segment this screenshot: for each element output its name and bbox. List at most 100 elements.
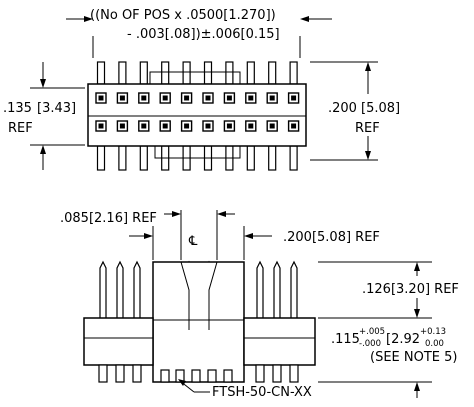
top-pad-inner [162,123,168,129]
part-leader-arrow [178,379,186,386]
top-pin-upper [139,61,148,85]
side-center-foot [191,369,201,383]
side-left-block [83,317,154,366]
side-dim-upper-label-bg [356,276,474,298]
side-view: .085[2.16] REF ℄ .200[5.08] REF [60,210,474,400]
top-pad-inner [184,95,190,101]
part-number: FTSH-50-CN-XX [212,385,312,400]
top-pad-inner [269,95,275,101]
top-pad-inner [226,123,232,129]
top-pin-upper [182,61,191,85]
top-pad-inner [248,123,254,129]
side-top-right-dim: .200[5.08] REF [283,230,380,245]
left-dim-value: .135 [3,101,32,116]
top-view-pads [95,92,300,132]
side-foot [132,364,142,383]
top-latch-lower [154,146,241,159]
side-right-arrow-b [244,233,253,239]
top-pad-inner [269,123,275,129]
width-formula-line2: - .003[.08])±.006[0.15] [127,27,280,42]
top-pad-inner [226,95,232,101]
top-pin-lower [246,145,255,171]
left-dim-ref: REF [8,121,33,136]
side-dim-lower-metric-tol-minus: 0.00 [425,339,444,349]
side-pin [133,260,141,318]
right-dim-metric: [5.08] [361,101,400,116]
top-pad-inner [291,123,297,129]
side-dim-upper-arrow-top [414,262,420,271]
top-latch-upper [149,71,241,84]
width-arrow-left [84,16,93,22]
top-pin-lower [96,145,106,171]
right-dim-value: .200 [328,101,357,116]
side-foot [98,364,108,383]
side-dim-lower-label-bg [330,322,474,368]
left-dim-arrow-top [40,79,46,88]
side-center-lead [180,261,218,330]
top-pad-inner [119,123,125,129]
width-formula-line1: ((No OF POS x .0500[1.270]) [90,8,276,23]
top-pin-lower [268,145,277,171]
side-dim-lower-metric: [2.92 [386,332,420,347]
side-right-arrow-a [217,211,226,217]
side-center-foot [175,369,185,383]
top-pin-upper [225,61,234,85]
top-pad-inner [119,95,125,101]
right-dim-arrow-bottom [365,151,371,160]
centerline-symbol: ℄ [188,234,198,249]
side-dim-lower-tol-plus: +.005 [359,327,385,337]
side-dim-upper-arrow-bottom [414,309,420,318]
top-pad-inner [291,95,297,101]
top-view: ((No OF POS x .0500[1.270]) - .003[.08])… [3,8,400,171]
top-pin-upper [246,61,255,85]
top-pad-inner [98,123,104,129]
top-pad-inner [141,95,147,101]
top-pad-inner [162,95,168,101]
top-pin-upper [96,61,106,85]
side-pin [290,260,298,318]
top-pin-lower [289,145,298,171]
side-dim-lower-tol-minus: -.000 [359,339,381,349]
side-right-block [243,317,316,366]
top-pad-inner [205,123,211,129]
top-pin-upper [289,61,298,85]
side-top-left-arrow [144,233,153,239]
side-dim-lower-arrow [414,382,420,391]
left-dim-arrow-bottom [40,145,46,154]
top-pin-upper [268,61,277,85]
side-foot [272,364,282,383]
side-center-foot [160,369,170,383]
side-pin [256,260,264,318]
side-pin [273,260,281,318]
right-dim-label-bg [326,94,396,136]
side-dim-lower-value: .115 [331,332,360,347]
side-center-foot [207,369,217,383]
side-foot [255,364,265,383]
side-pin [116,260,124,318]
width-arrow-right [300,16,309,22]
top-pad-inner [248,95,254,101]
top-pin-lower [139,145,148,171]
top-pin-lower [118,145,127,171]
side-foot [289,364,299,383]
right-dim-arrow-top [365,62,371,71]
side-center-foot [223,369,233,383]
left-dim-metric: [3.43] [37,101,76,116]
side-top-left-dim: .085[2.16] REF [60,211,157,226]
side-note: (SEE NOTE 5) [370,350,457,365]
top-pad-inner [98,95,104,101]
side-dim-upper-text: .126[3.20] REF [362,282,459,297]
top-pad-inner [205,95,211,101]
side-center-arrow [172,211,181,217]
top-pad-inner [184,123,190,129]
side-center-housing [152,261,245,383]
top-pin-upper [203,61,213,85]
right-dim-ref: REF [355,121,380,136]
side-view-feet [98,364,299,383]
top-pad-inner [141,123,147,129]
top-pin-upper [161,61,170,85]
side-dim-lower-metric-tol-plus: +0.13 [420,327,446,337]
side-pin [99,260,107,318]
